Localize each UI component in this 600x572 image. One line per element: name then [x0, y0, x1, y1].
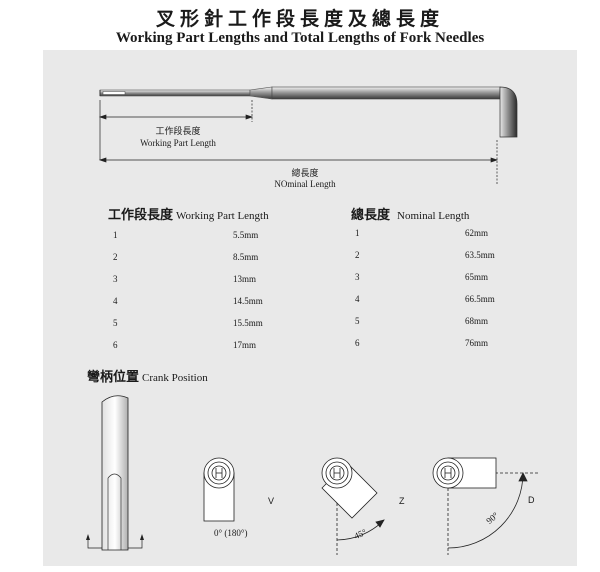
needle-taper: [249, 86, 273, 100]
working-length-dimension: [98, 100, 254, 160]
total-length-label-zh: 總長度: [291, 168, 319, 178]
working-row-no: 2: [113, 252, 118, 262]
working-row-no: 1: [113, 230, 118, 240]
nominal-table-heading: 總長度 Nominal Length: [351, 204, 469, 223]
working-row-no: 3: [113, 274, 118, 284]
crank-position-z: [321, 457, 385, 555]
nominal-row-value: 63.5mm: [465, 250, 495, 260]
crank-v-label: V: [268, 496, 275, 506]
total-length-label-en: NOminal Length: [274, 179, 336, 189]
nominal-row-value: 62mm: [465, 228, 489, 238]
nominal-table-heading-zh: 總長度: [351, 208, 391, 223]
crank-position-v: [203, 457, 235, 522]
crank-position-heading-zh: 彎柄位置: [87, 370, 140, 385]
nominal-row-no: 5: [355, 316, 360, 326]
working-row-value: 13mm: [233, 274, 257, 284]
crank-d-label: D: [528, 495, 535, 505]
working-row-value: 17mm: [233, 340, 257, 350]
working-length-label-en: Working Part Length: [140, 138, 216, 148]
working-row-no: 4: [113, 296, 118, 306]
nominal-row-no: 1: [355, 228, 360, 238]
nominal-row-no: 3: [355, 272, 360, 282]
working-length-label-zh: 工作段長度: [155, 126, 201, 136]
nominal-row-no: 6: [355, 338, 360, 348]
working-row-value: 14.5mm: [233, 296, 263, 306]
needle-shank: [271, 86, 501, 100]
working-row-value: 8.5mm: [233, 252, 259, 262]
nominal-row-value: 76mm: [465, 338, 489, 348]
nominal-table-heading-en: Nominal Length: [397, 210, 470, 222]
total-length-dimension: [98, 140, 499, 184]
working-row-no: 5: [113, 318, 118, 328]
nominal-row-value: 66.5mm: [465, 294, 495, 304]
working-row-no: 6: [113, 340, 118, 350]
crank-side-view: [86, 395, 144, 551]
page-title-english: Working Part Lengths and Total Lengths o…: [115, 30, 485, 46]
crank-v-angle: 0° (180°): [214, 528, 248, 538]
crank-position-d: [432, 457, 540, 555]
needle-tip: [99, 89, 251, 97]
crank-z-label: Z: [399, 496, 405, 506]
nominal-row-value: 65mm: [465, 272, 489, 282]
working-row-value: 15.5mm: [233, 318, 263, 328]
working-row-value: 5.5mm: [233, 230, 259, 240]
working-table-heading-en: Working Part Length: [176, 210, 269, 222]
crank-position-heading-en: Crank Position: [142, 372, 208, 384]
nominal-row-value: 68mm: [465, 316, 489, 326]
needle-crank: [499, 86, 518, 138]
working-table-heading-zh: 工作段長度: [108, 208, 174, 223]
nominal-row-no: 2: [355, 250, 360, 260]
nominal-row-no: 4: [355, 294, 360, 304]
page-title-chinese: 叉形針工作段長度及總長度: [155, 8, 444, 30]
